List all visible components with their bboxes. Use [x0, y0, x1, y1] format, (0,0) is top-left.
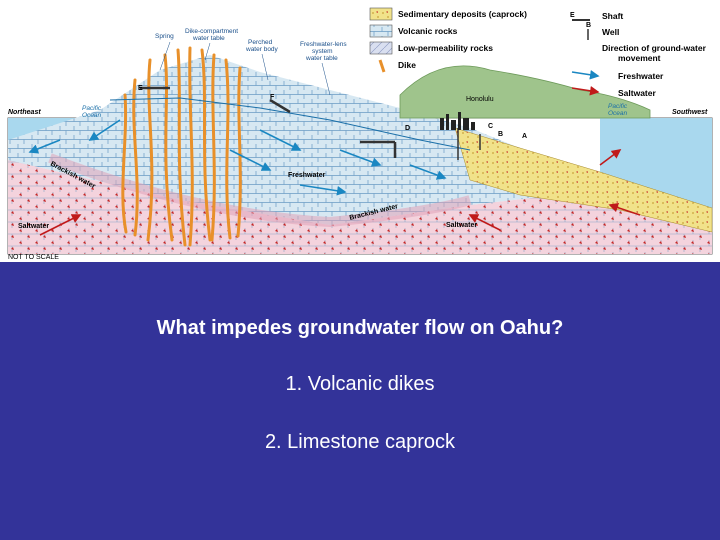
label-spring: Spring [155, 33, 174, 40]
label-not-to-scale: NOT TO SCALE [8, 254, 59, 261]
legend-direction-2: movement [618, 53, 661, 63]
legend-saltwater-arrow [571, 86, 600, 96]
label-letter-c: C [488, 123, 493, 130]
legend-swatch-dike [378, 59, 386, 73]
legend-volcanic: Volcanic rocks [398, 26, 458, 36]
label-letter-e: E [138, 85, 143, 92]
label-pacific-sw-2: Ocean [608, 110, 628, 117]
question-text: What impedes groundwater flow on Oahu? [156, 317, 564, 339]
label-honolulu: Honolulu [466, 96, 494, 103]
legend-well: Well [602, 27, 619, 37]
label-perched-1: Perched [248, 39, 273, 46]
answer-option-1: 1. Volcanic dikes [285, 373, 435, 395]
label-saltwater-right: Saltwater [446, 222, 477, 229]
label-letter-b: B [498, 131, 503, 138]
label-southwest: Southwest [672, 109, 708, 116]
legend-direction-1: Direction of ground-water [602, 43, 707, 53]
legend-well-letter: B [586, 22, 591, 29]
label-freshlens-2: system [312, 48, 333, 55]
question-panel: What impedes groundwater flow on Oahu? 1… [0, 262, 720, 540]
legend-swatch-sedimentary [369, 7, 393, 21]
label-letter-a: A [522, 133, 527, 140]
label-freshlens-1: Freshwater-lens [300, 41, 347, 48]
legend-swatch-volcanic [369, 24, 393, 38]
caprock-wedge [454, 127, 713, 233]
label-dike-table-2: water table [192, 35, 225, 42]
legend-saltwater: Saltwater [618, 88, 656, 98]
dike-swarm [121, 46, 242, 247]
label-pacific-ne-1: Pacific [82, 105, 102, 112]
answer-option-2: 2. Limestone caprock [264, 431, 456, 453]
legend-freshwater-arrow [571, 70, 600, 80]
saltwater-arrows [39, 149, 641, 236]
legend-freshwater: Freshwater [618, 71, 664, 81]
legend-sedimentary: Sedimentary deposits (caprock) [398, 9, 527, 19]
legend-dike: Dike [398, 60, 416, 70]
label-freshlens-3: water table [305, 55, 338, 62]
cross-section-svg: Sedimentary deposits (caprock) Volcanic … [7, 7, 713, 261]
honolulu-skyline [440, 112, 475, 130]
legend-shaft-letter: E [570, 12, 575, 19]
wells-and-shafts [140, 86, 481, 160]
oahu-groundwater-diagram: Sedimentary deposits (caprock) Volcanic … [0, 0, 720, 262]
callout-labels: Spring Dike-compartment water table Perc… [155, 28, 347, 96]
label-pacific-ne-2: Ocean [82, 112, 102, 119]
label-dike-table-1: Dike-compartment [185, 28, 238, 35]
legend: Sedimentary deposits (caprock) Volcanic … [369, 7, 707, 98]
koolau-hills [399, 65, 651, 119]
label-perched-2: water body [245, 46, 279, 53]
label-freshwater-body: Freshwater [288, 172, 326, 179]
label-northeast: Northeast [8, 109, 41, 116]
legend-swatch-low-perm [369, 41, 393, 55]
label-pacific-sw-1: Pacific [608, 103, 628, 110]
label-saltwater-left: Saltwater [18, 223, 49, 230]
label-letter-d: D [405, 125, 410, 132]
legend-shaft: Shaft [602, 11, 623, 21]
label-letter-f: F [270, 94, 275, 101]
freshwater-arrows [28, 119, 447, 196]
brackish-band [48, 153, 472, 228]
legend-low-perm: Low-permeability rocks [398, 43, 493, 53]
water-table-line [109, 97, 471, 151]
